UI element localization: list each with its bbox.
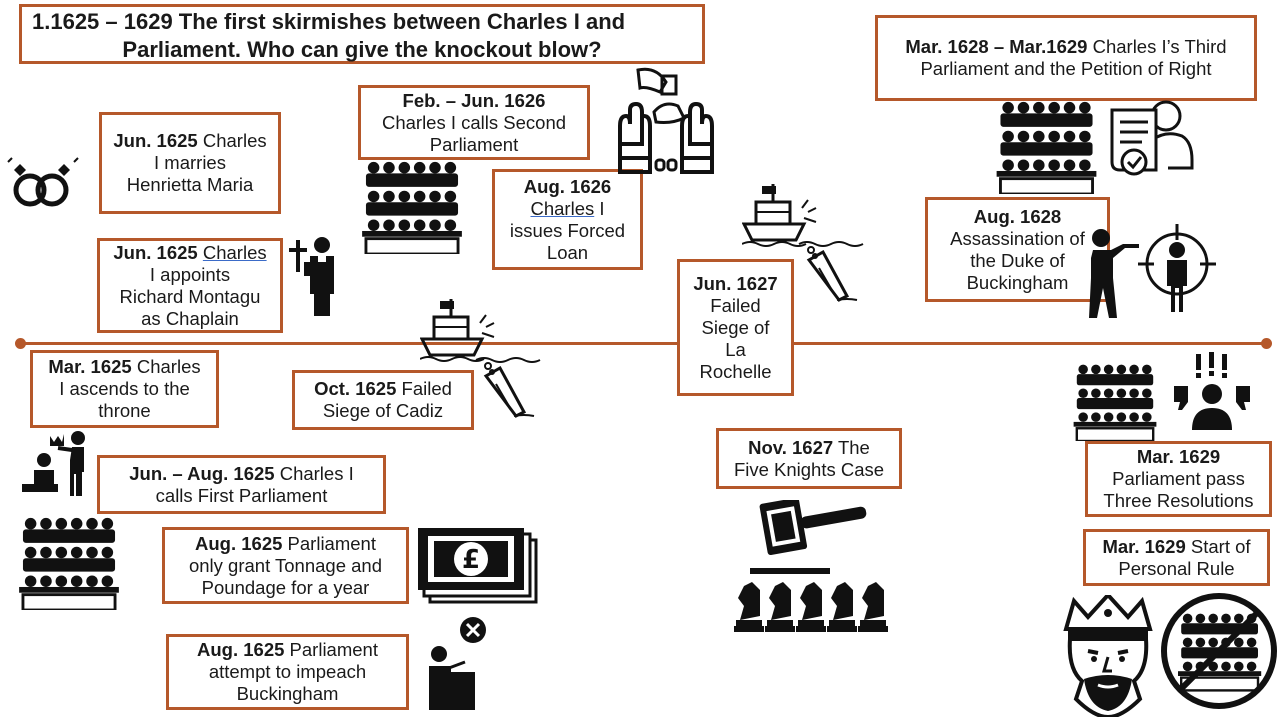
- parliament-seats-icon: [18, 516, 120, 610]
- title-line-1: 1.1625 – 1629 The first skirmishes betwe…: [32, 9, 626, 34]
- parliament-seats-icon: [1073, 363, 1157, 441]
- speaker-rejected-icon: [429, 617, 486, 710]
- parliament-seats-icon: [362, 160, 462, 254]
- crosshair-target-icon: [1138, 224, 1216, 312]
- event-marriage: Jun. 1625 Charles I marries Henrietta Ma…: [99, 112, 281, 214]
- parliament-seats-icon: [995, 100, 1098, 194]
- gunman-icon: [1089, 229, 1139, 318]
- event-first-parliament: Jun. – Aug. 1625 Charles I calls First P…: [97, 455, 386, 514]
- event-third-parliament: Mar. 1628 – Mar.1629 Charles I’s Third P…: [875, 15, 1257, 101]
- title-line-2: Parliament. Who can give the knockout bl…: [122, 37, 602, 62]
- event-la-rochelle: Jun. 1627 Failed Siege of La Rochelle: [677, 259, 794, 396]
- event-throne: Mar. 1625 Charles I ascends to the thron…: [30, 350, 219, 428]
- event-second-parliament: Feb. – Jun. 1626 Charles I calls Second …: [358, 85, 590, 160]
- chess-knights-icon: [734, 582, 888, 632]
- event-buckingham-assassination: Aug. 1628 Assassination of the Duke of B…: [925, 197, 1110, 302]
- event-three-resolutions: Mar. 1629 Parliament pass Three Resoluti…: [1085, 441, 1272, 517]
- ship-icon: [742, 182, 818, 248]
- cross-icon: [289, 240, 307, 272]
- event-five-knights: Nov. 1627 The Five Knights Case: [716, 428, 902, 489]
- timeline-start-dot: [15, 338, 26, 349]
- event-tonnage: Aug. 1625 Parliament only grant Tonnage …: [162, 527, 409, 604]
- handcuffed-hands-icon: [618, 67, 714, 174]
- event-impeach: Aug. 1625 Parliament attempt to impeach …: [166, 634, 409, 710]
- crowning-icon: [22, 431, 85, 496]
- pound-banknotes-icon: £: [418, 528, 538, 604]
- thumbs-down-protest-icon: [1174, 352, 1250, 430]
- event-cadiz: Oct. 1625 Failed Siege of Cadiz: [292, 370, 474, 430]
- event-forced-loan: Aug. 1626 Charles I issues Forced Loan: [492, 169, 643, 270]
- timeline-line: [20, 342, 1266, 345]
- petition-scroll-icon: [1110, 100, 1194, 176]
- rings-icon: [7, 157, 79, 207]
- event-personal-rule: Mar. 1629 Start of Personal Rule: [1083, 529, 1270, 586]
- no-parliament-icon: [1161, 593, 1277, 709]
- gavel-icon: [750, 500, 867, 574]
- page-title: 1.1625 – 1629 The first skirmishes betwe…: [19, 4, 705, 64]
- king-face-icon: [1063, 595, 1153, 717]
- sinking-ship-icon: [798, 240, 864, 302]
- sinking-ship-icon: [474, 356, 542, 418]
- ship-icon: [420, 297, 496, 363]
- priest-icon: [304, 237, 334, 316]
- timeline-end-dot: [1261, 338, 1272, 349]
- svg-text:£: £: [462, 545, 480, 575]
- event-montagu: Jun. 1625 Charles I appoints Richard Mon…: [97, 238, 283, 333]
